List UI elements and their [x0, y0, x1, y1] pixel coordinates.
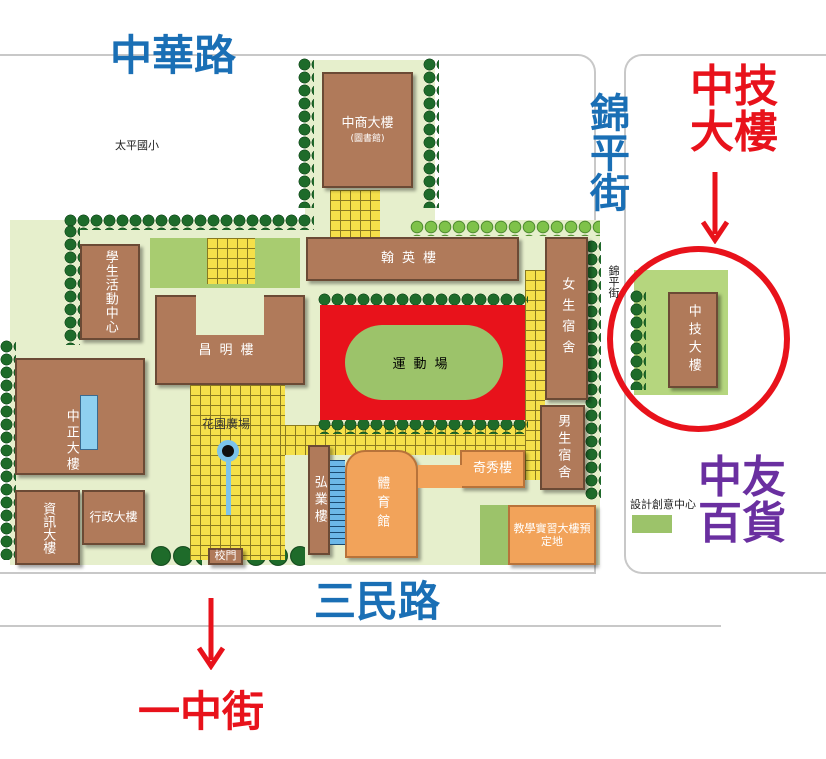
tree-row: [64, 225, 80, 345]
store-line: 中友: [698, 452, 786, 503]
building-gym[interactable]: 體育館: [345, 450, 418, 558]
garden-plaza-label: 花園廣場: [202, 417, 251, 431]
garden-plaza[interactable]: [190, 385, 285, 560]
arrow-down-icon: [196, 598, 226, 670]
qixiu-wing: [418, 465, 462, 488]
tree-row: [150, 545, 202, 567]
building-info[interactable]: 資訊大樓: [15, 490, 80, 565]
arrow-down-icon: [700, 172, 730, 244]
school-gate[interactable]: 校門: [208, 548, 243, 565]
building-hongye[interactable]: 弘業樓: [308, 445, 330, 555]
building-boys-dorm[interactable]: 男生宿舍: [540, 405, 585, 490]
building-zhongshang[interactable]: 中商大樓(圖書館): [322, 72, 413, 188]
fountain-channel: [226, 460, 231, 515]
tree-row: [0, 340, 16, 560]
building-label: 中正大樓: [63, 409, 79, 473]
building-label: 弘業樓: [311, 474, 327, 526]
building-hanying[interactable]: 翰英樓: [306, 237, 519, 281]
callout-zhongji: 中技大樓: [690, 61, 778, 159]
building-note: (圖書館): [350, 133, 385, 144]
tree-row: [318, 418, 528, 434]
road-label-south-branch: 一中街: [138, 687, 265, 736]
store-line: 百貨: [698, 498, 786, 550]
road-label-east-small: 錦平街: [607, 265, 620, 298]
building-label: 男生宿舍: [555, 413, 571, 482]
building-label: 中商大樓: [341, 116, 394, 132]
road-label-south: 三民路: [314, 577, 441, 626]
tree-row: [585, 240, 601, 500]
practice-site-lawn: [480, 505, 510, 565]
building-practice-site[interactable]: 教學實習大樓預定地: [508, 505, 596, 565]
building-admin[interactable]: 行政大樓: [82, 490, 145, 545]
road-label-east: 錦平街: [583, 92, 629, 212]
road-label-north: 中華路: [110, 31, 237, 80]
building-label: 學生活動中心: [102, 250, 118, 334]
callout-line: 大樓: [690, 107, 778, 159]
building-student-center[interactable]: 學生活動中心: [80, 244, 140, 340]
paving-lawn: [207, 238, 255, 284]
highlight-circle: [607, 246, 790, 432]
paving-north: [330, 190, 380, 237]
label-design-center: 設計創意中心: [630, 498, 696, 511]
callout-line: 中技: [690, 61, 778, 112]
track-infield[interactable]: 運動場: [345, 325, 503, 400]
track-label: 運動場: [392, 357, 456, 372]
tree-row-light: [410, 220, 600, 236]
building-label: 教學實習大樓預定地: [513, 521, 591, 548]
fountain: [217, 440, 239, 462]
building-label: 行政大樓: [89, 510, 138, 525]
label-taiping-elementary: 太平國小: [115, 139, 159, 152]
building-label: 昌明樓: [198, 343, 262, 359]
design-center-site: [632, 515, 672, 533]
tree-row: [318, 293, 528, 306]
label-department-store: 中友百貨: [698, 452, 786, 550]
atrium: [80, 395, 98, 450]
tree-row: [64, 214, 314, 230]
courtyard: [196, 293, 264, 335]
building-girls-dorm[interactable]: 女生宿舍: [545, 237, 588, 400]
building-label: 翰英樓: [380, 251, 444, 267]
glass-corridor: [330, 460, 345, 545]
building-label: 資訊大樓: [40, 501, 56, 554]
building-qixiu[interactable]: 奇秀樓: [460, 450, 525, 488]
building-label: 奇秀樓: [472, 461, 512, 477]
tree-row: [298, 58, 314, 208]
building-label: 體育館: [374, 475, 390, 533]
building-label: 女生宿舍: [559, 276, 575, 361]
gate-label: 校門: [214, 549, 237, 563]
tree-row: [423, 58, 439, 208]
road-boundary-south: [0, 625, 721, 635]
